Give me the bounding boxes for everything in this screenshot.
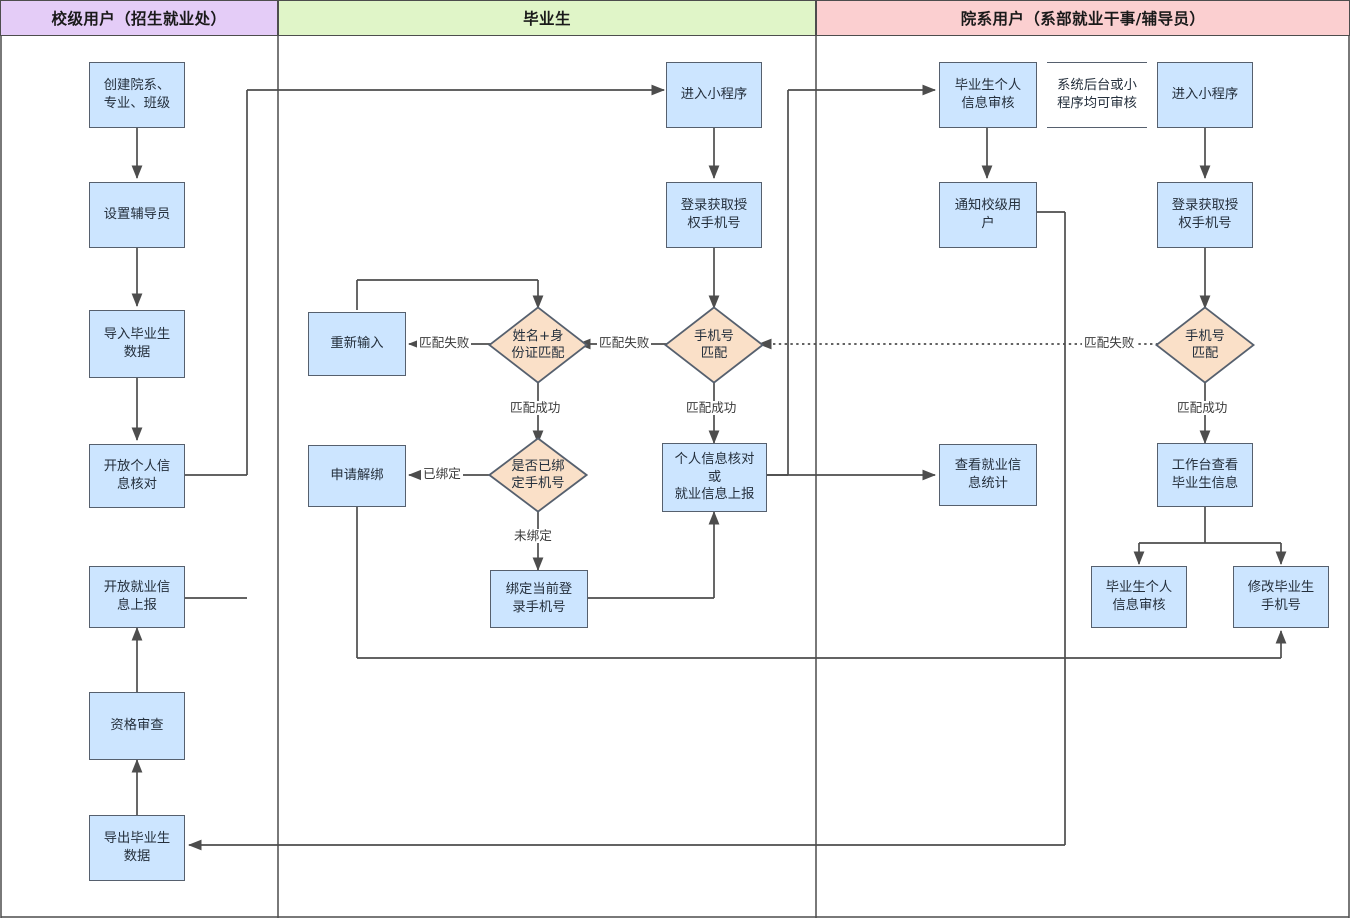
node-set-counselor[interactable]: 设置辅导员: [89, 182, 185, 248]
lane-header-school-label: 校级用户（招生就业处）: [51, 10, 227, 28]
node-grad-info-audit[interactable]: 毕业生个人 信息审核: [939, 62, 1037, 128]
decision-phone-match-graduate[interactable]: 手机号 匹配: [664, 306, 764, 384]
lane-header-department: 院系用户（系部就业干事/辅导员）: [816, 0, 1350, 36]
decision-phone-match-department[interactable]: 手机号 匹配: [1155, 306, 1255, 384]
decision-is-bound[interactable]: 是否已绑 定手机号: [488, 437, 588, 513]
lane-header-graduate-label: 毕业生: [523, 10, 571, 28]
edge-label-already-bound: 已绑定: [421, 466, 463, 481]
edge-label-not-bound: 未绑定: [512, 528, 554, 543]
node-modify-grad-phone[interactable]: 修改毕业生 手机号: [1233, 566, 1329, 628]
decision-phone-match-graduate-label: 手机号 匹配: [694, 328, 734, 361]
node-view-employment-stats[interactable]: 查看就业信 息统计: [939, 444, 1037, 506]
node-open-employment[interactable]: 开放就业信 息上报: [89, 566, 185, 628]
node-apply-unbind[interactable]: 申请解绑: [308, 445, 406, 507]
diamond-shape: [488, 306, 588, 384]
node-personal-or-report[interactable]: 个人信息核对 或 就业信息上报: [662, 443, 767, 512]
node-import-grad[interactable]: 导入毕业生 数据: [89, 310, 185, 378]
edge-label-phone-fail-graduate: 匹配失败: [597, 335, 652, 350]
decision-is-bound-label: 是否已绑 定手机号: [511, 458, 565, 491]
edge-label-name-id-fail: 匹配失败: [417, 335, 472, 350]
lane-header-department-label: 院系用户（系部就业干事/辅导员）: [960, 10, 1206, 28]
decision-name-id-match-label: 姓名+身 份证匹配: [511, 328, 565, 361]
note-audit-channels: 系统后台或小 程序均可审核: [1047, 62, 1147, 128]
node-login-phone-graduate[interactable]: 登录获取授 权手机号: [666, 182, 762, 248]
node-create-org[interactable]: 创建院系、 专业、班级: [89, 62, 185, 128]
node-notify-school-user[interactable]: 通知校级用 户: [939, 182, 1037, 248]
node-export-grad[interactable]: 导出毕业生 数据: [89, 815, 185, 881]
edge-label-phone-fail-department: 匹配失败: [1082, 335, 1137, 350]
node-workbench-view-grad[interactable]: 工作台查看 毕业生信息: [1157, 443, 1253, 507]
node-open-personal[interactable]: 开放个人信 息核对: [89, 444, 185, 508]
diamond-shape: [1155, 306, 1255, 384]
node-enter-miniapp-department[interactable]: 进入小程序: [1157, 62, 1253, 128]
node-reinput[interactable]: 重新输入: [308, 312, 406, 376]
edge-label-name-id-success: 匹配成功: [508, 400, 563, 415]
decision-phone-match-department-label: 手机号 匹配: [1185, 328, 1225, 361]
node-login-phone-department[interactable]: 登录获取授 权手机号: [1157, 182, 1253, 248]
edge-label-phone-success-department: 匹配成功: [1175, 400, 1230, 415]
node-qualification[interactable]: 资格审查: [89, 692, 185, 760]
node-enter-miniapp-graduate[interactable]: 进入小程序: [666, 62, 762, 128]
diamond-shape: [664, 306, 764, 384]
edge-label-phone-success-graduate: 匹配成功: [684, 400, 739, 415]
lane-header-graduate: 毕业生: [278, 0, 816, 36]
diamond-shape: [488, 437, 588, 513]
node-grad-audit-secondary[interactable]: 毕业生个人 信息审核: [1091, 566, 1187, 628]
lane-header-school: 校级用户（招生就业处）: [0, 0, 278, 36]
decision-name-id-match[interactable]: 姓名+身 份证匹配: [488, 306, 588, 384]
node-bind-current-phone[interactable]: 绑定当前登 录手机号: [490, 570, 588, 628]
